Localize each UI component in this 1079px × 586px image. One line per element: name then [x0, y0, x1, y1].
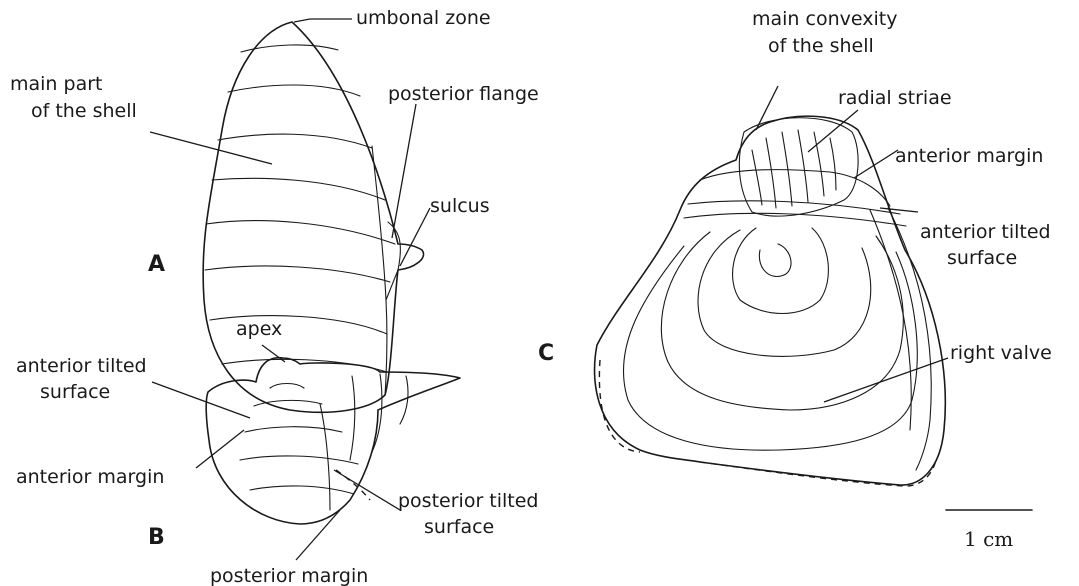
figure-a-leaders — [150, 19, 430, 266]
leader-anterior-margin-c — [854, 150, 898, 178]
figure-b-growth-line-4 — [250, 486, 354, 494]
figure-b-posterior-edge — [320, 404, 330, 510]
figure-c-striae-4 — [798, 130, 808, 202]
label-posterior-flange: posterior flange — [388, 83, 539, 105]
figure-c-striae-6 — [830, 138, 836, 190]
figure-b-rib-1 — [350, 376, 355, 460]
label-main-part-line2: of the shell — [31, 100, 137, 122]
label-anterior-tilted-c-line2: surface — [947, 247, 1017, 269]
leader-main-part — [150, 132, 272, 164]
panel-label-a: A — [148, 252, 165, 277]
figure-b-growth-line-2 — [245, 427, 342, 432]
figure-c-shell — [595, 116, 946, 486]
figure-a-growth-line-4 — [212, 178, 385, 200]
label-radial-striae: radial striae — [838, 87, 952, 109]
leader-posterior-tilted-b — [334, 470, 400, 510]
label-posterior-tilted-b-line1: posterior tilted — [398, 490, 539, 512]
figure-c-anterior-margin-line — [700, 170, 890, 206]
figure-c-growth-ring-2 — [698, 230, 871, 356]
figure-c-growth-ring-4 — [623, 246, 917, 450]
figure-c-outline — [595, 116, 946, 485]
label-anterior-tilted-b-line1: anterior tilted — [16, 355, 147, 377]
label-apex: apex — [236, 318, 282, 340]
figure-a-growth-line-5 — [206, 221, 395, 244]
label-anterior-tilted-c-line1: anterior tilted — [920, 221, 1051, 243]
leader-umbonal-zone — [294, 19, 352, 22]
figure-c-side-line-2 — [870, 210, 911, 430]
leader-right-valve — [824, 358, 948, 402]
leader-anterior-tilted-b — [152, 382, 250, 418]
figure-b-rib-2 — [372, 374, 382, 452]
label-main-part-line1: main part — [10, 73, 102, 95]
label-anterior-margin-b: anterior margin — [16, 466, 164, 488]
figure-b-leaders — [152, 345, 400, 560]
figure-c-growth-ring-3 — [661, 232, 903, 410]
figure-b-growth-line-3 — [240, 456, 358, 464]
leader-anterior-margin-b — [196, 430, 244, 468]
figure-c-striae-2 — [766, 138, 776, 208]
figure-a-growth-line-6 — [205, 266, 390, 282]
figure-a-shell — [203, 22, 423, 412]
label-anterior-tilted-b-line2: surface — [40, 381, 110, 403]
figure-c-striae-5 — [814, 132, 824, 196]
label-posterior-tilted-b-line2: surface — [424, 516, 494, 538]
figure-a-sulcus-line — [372, 146, 387, 395]
label-posterior-margin-b: posterior margin — [210, 565, 368, 586]
label-sulcus: sulcus — [430, 195, 490, 217]
panel-label-c: C — [538, 341, 554, 366]
figure-c-dashed-margin — [599, 360, 936, 486]
figure-a-outline — [203, 22, 423, 412]
figure-c-tilted-surface-line — [688, 201, 900, 214]
leader-sulcus — [400, 208, 430, 266]
label-main-convexity-line2: of the shell — [768, 35, 874, 57]
figure-c-striae-1 — [752, 150, 762, 205]
panel-label-b: B — [148, 525, 165, 550]
label-right-valve: right valve — [950, 342, 1052, 364]
label-umbonal-zone: umbonal zone — [356, 7, 491, 29]
figure-c-growth-ring-1 — [733, 228, 829, 314]
label-main-convexity-line1: main convexity — [752, 8, 897, 30]
scale-bar-label: 1 cm — [964, 527, 1013, 551]
figure-b-apex-cap — [270, 384, 304, 389]
leader-posterior-flange — [392, 104, 416, 238]
figure-c-notch — [759, 244, 791, 277]
label-anterior-margin-c: anterior margin — [895, 145, 1043, 167]
figure-c-striae-3 — [782, 132, 792, 206]
leader-posterior-margin-b — [296, 510, 340, 560]
figure-c-side-line-1 — [888, 208, 931, 470]
figure-a-growth-line-3 — [218, 134, 372, 148]
figure-c-leaders — [756, 86, 948, 402]
